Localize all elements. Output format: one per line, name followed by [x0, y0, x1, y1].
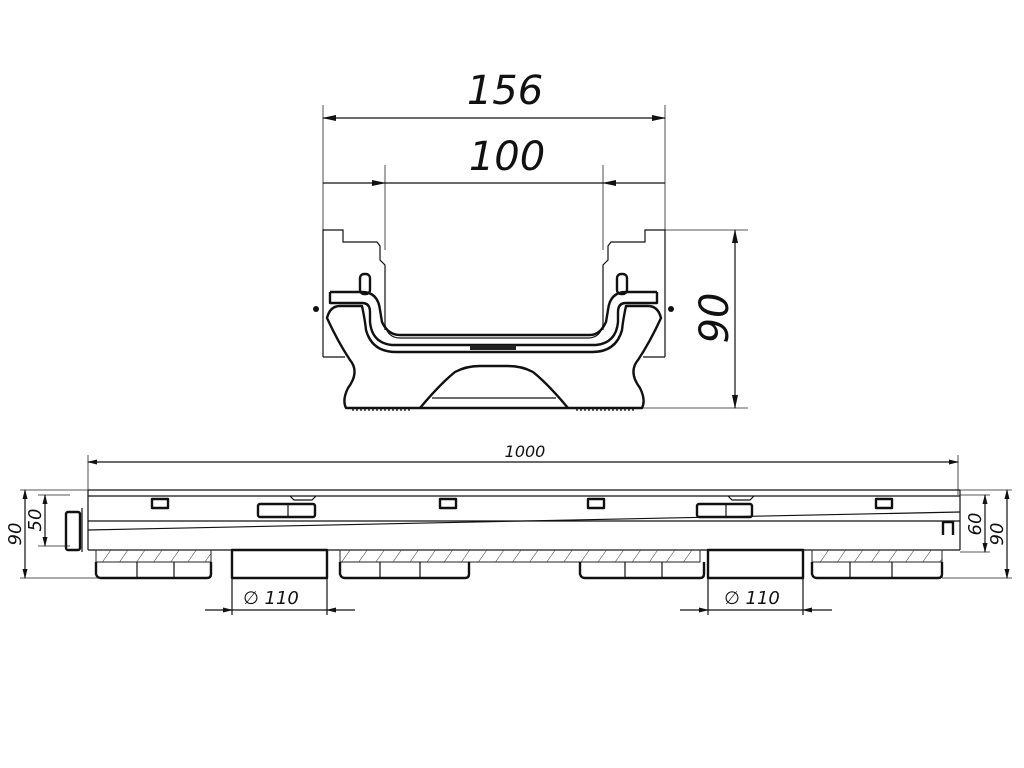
dim-left-channel-height: 50: [25, 509, 46, 532]
dim-outlet-left: ∅ 110: [243, 588, 299, 609]
cross-section-view: 156 100 90: [313, 68, 748, 411]
side-view: 1000: [5, 442, 1012, 615]
dim-left-total-height: 90: [5, 523, 26, 546]
dim-outlet-right: ∅ 110: [724, 588, 780, 609]
dim-outer-width: 156: [467, 68, 543, 114]
dim-inner-width: 100: [469, 134, 545, 180]
dim-length: 1000: [505, 442, 546, 461]
dim-height: 90: [692, 293, 738, 344]
dim-right-channel-height: 60: [965, 513, 986, 536]
dim-right-total-height: 90: [987, 523, 1008, 546]
